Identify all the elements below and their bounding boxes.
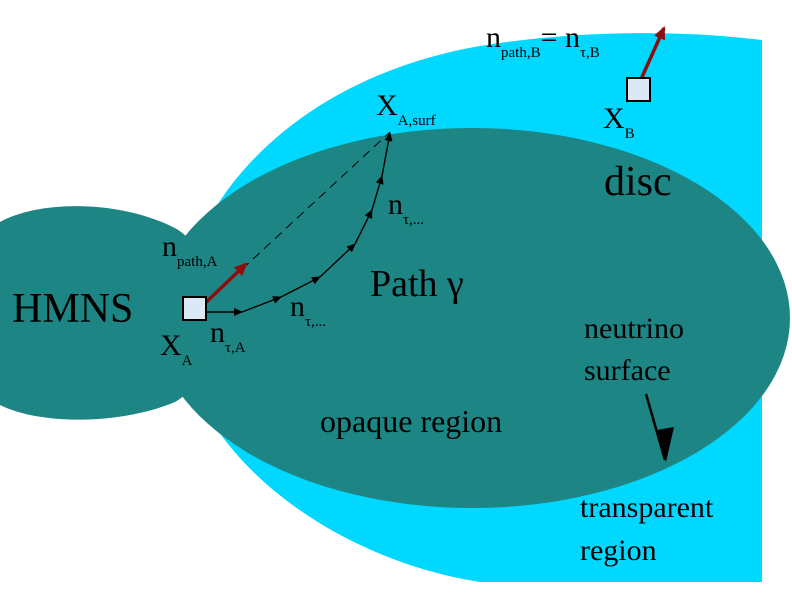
opaque-region (154, 128, 790, 508)
xb-marker (626, 77, 651, 102)
path-segment (354, 209, 373, 245)
transparent-region-label-line1: transparent (580, 491, 714, 524)
xa-surf-symbol: XA,surf (376, 89, 436, 129)
path-segment (371, 175, 384, 211)
neutrino-surface-arrowhead (657, 427, 674, 462)
neutrino-surface-pointer (644, 393, 667, 461)
npath-b-arrow (636, 26, 666, 87)
path-label: Path γ (370, 263, 464, 305)
opaque-region-label: opaque region (320, 403, 502, 439)
ntau-intermediate-lower: nτ,... (290, 290, 326, 330)
transparent-region-label-line2: region (580, 534, 657, 567)
path-segment (241, 296, 282, 313)
path-segment (280, 276, 321, 298)
disc-label: disc (604, 159, 672, 205)
neutrino-surface-label-line2: surface (584, 354, 671, 387)
neutrino-surface-label-line1: neutrino (584, 312, 684, 345)
hmns-lobe (0, 206, 217, 420)
path-segment (381, 132, 393, 177)
straight-line-to-surface (197, 131, 391, 311)
ntau-intermediate-upper: nτ,... (388, 188, 424, 228)
npath-a-symbol: npath,A (162, 230, 218, 270)
ntau-a-symbol: nτ,A (210, 316, 246, 356)
npath-b-equation: npath,B= nτ,B (486, 21, 600, 61)
xa-symbol: XA (160, 329, 193, 369)
path-segment (319, 243, 356, 278)
xb-symbol: XB (603, 102, 635, 142)
hmns-label: HMNS (12, 286, 133, 332)
xa-marker (182, 296, 207, 321)
